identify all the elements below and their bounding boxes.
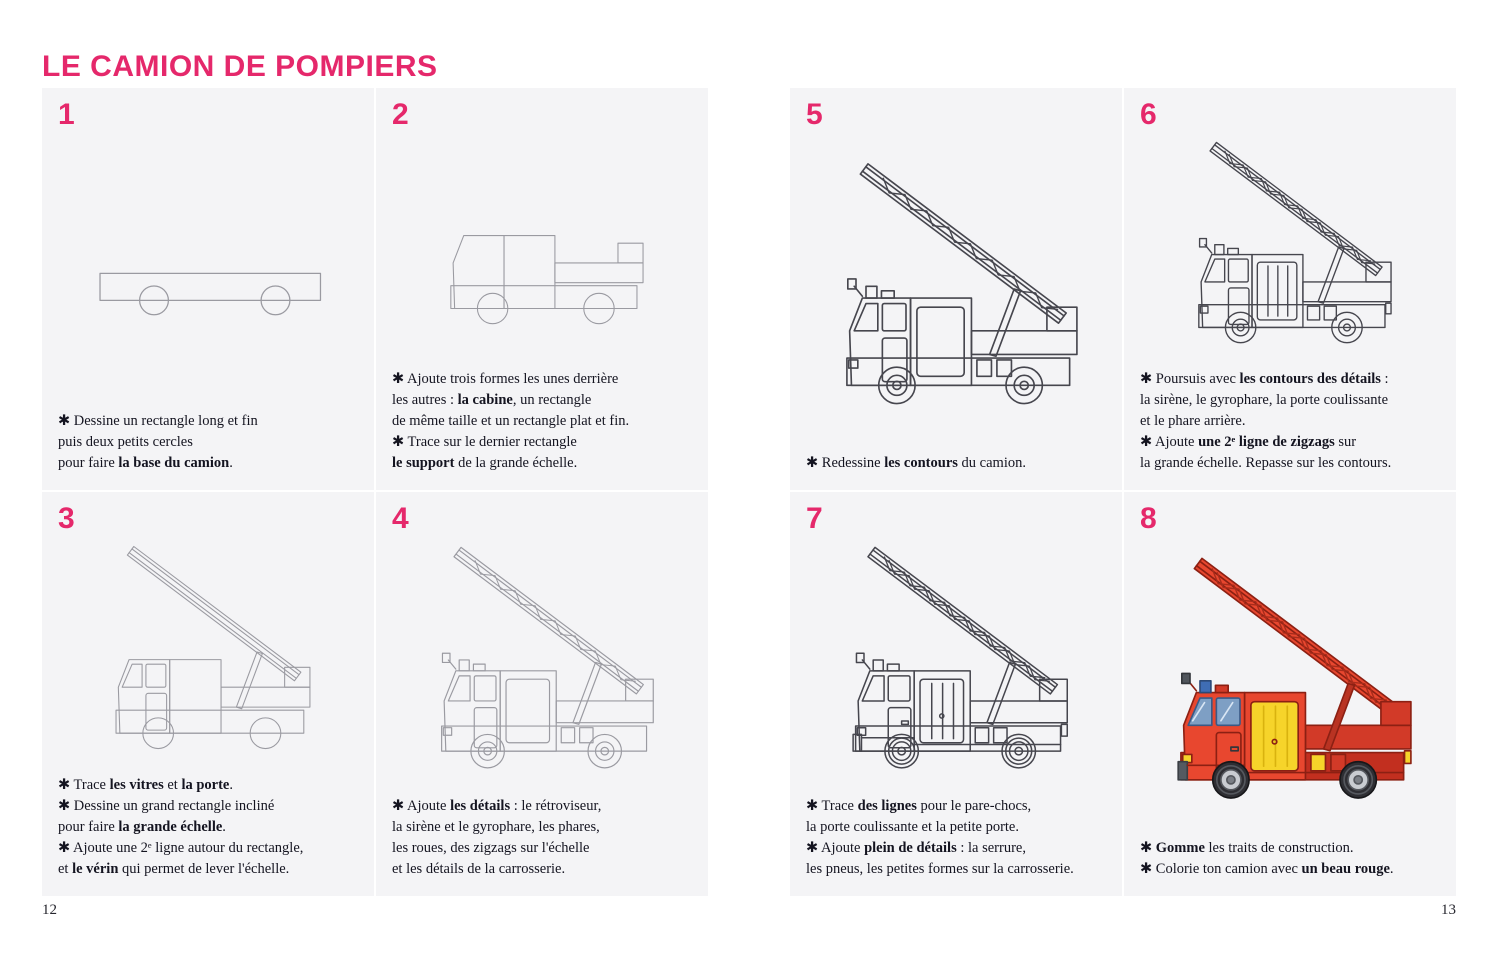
page-right: 5 ✱ Redessine les contours du camion. 6 …: [790, 88, 1456, 896]
step-drawing: [806, 535, 1106, 796]
fire-truck-outline-stage-7: [852, 546, 1069, 769]
fire-truck-colored-stage-8: [1177, 557, 1412, 799]
step-drawing: [392, 535, 692, 796]
step-drawing: [392, 131, 692, 369]
step-drawing: [806, 131, 1106, 453]
step-instructions: ✱ Ajoute les détails : le rétroviseur,la…: [392, 797, 602, 877]
page-number-left: 12: [42, 902, 57, 918]
step-number: 8: [1140, 502, 1157, 535]
step-instructions: ✱ Trace les vitres et la porte.✱ Dessine…: [58, 776, 304, 877]
step-panel-5: 5 ✱ Redessine les contours du camion.: [790, 88, 1122, 490]
step-drawing: [58, 131, 358, 411]
step-panel-7: 7 ✱ Trace des lignes pour le pare-chocs,…: [790, 492, 1122, 896]
step-drawing: [1140, 131, 1440, 369]
step-drawing: [1140, 535, 1440, 838]
step-panel-2: 2 ✱ Ajoute trois formes les unes derrièr…: [376, 88, 708, 490]
step-panel-4: 4 ✱ Ajoute les détails : le rétroviseur,…: [376, 492, 708, 896]
step-number: 7: [806, 502, 823, 535]
fire-truck-outline-stage-6: [1198, 141, 1392, 344]
fire-truck-sketch-stage-4: [441, 546, 654, 769]
fire-truck-sketch-stage-1: [99, 272, 322, 316]
step-number: 6: [1140, 98, 1157, 131]
step-instructions: ✱ Poursuis avec les contours des détails…: [1140, 370, 1392, 471]
step-number: 3: [58, 502, 75, 535]
step-number: 5: [806, 98, 823, 131]
page-number-right: 13: [1441, 902, 1456, 918]
fire-truck-sketch-stage-3: [115, 545, 311, 750]
step-number: 1: [58, 98, 75, 131]
step-panel-6: 6 ✱ Poursuis avec les contours des détai…: [1124, 88, 1456, 490]
step-number: 4: [392, 502, 409, 535]
fire-truck-outline-stage-5: [846, 163, 1078, 405]
step-instructions: ✱ Redessine les contours du camion.: [806, 454, 1026, 471]
page-title: LE CAMION DE POMPIERS: [42, 50, 438, 84]
step-instructions: ✱ Gomme les traits de construction.✱ Col…: [1140, 839, 1394, 877]
step-panel-3: 3 ✱ Trace les vitres et la porte.✱ Dessi…: [42, 492, 374, 896]
step-drawing: [58, 535, 358, 775]
step-number: 2: [392, 98, 409, 131]
step-instructions: ✱ Trace des lignes pour le pare-chocs,la…: [806, 797, 1074, 877]
step-panel-8: 8 ✱ Gomme les traits de construction.✱ C…: [1124, 492, 1456, 896]
fire-truck-sketch-stage-2: [450, 235, 644, 325]
